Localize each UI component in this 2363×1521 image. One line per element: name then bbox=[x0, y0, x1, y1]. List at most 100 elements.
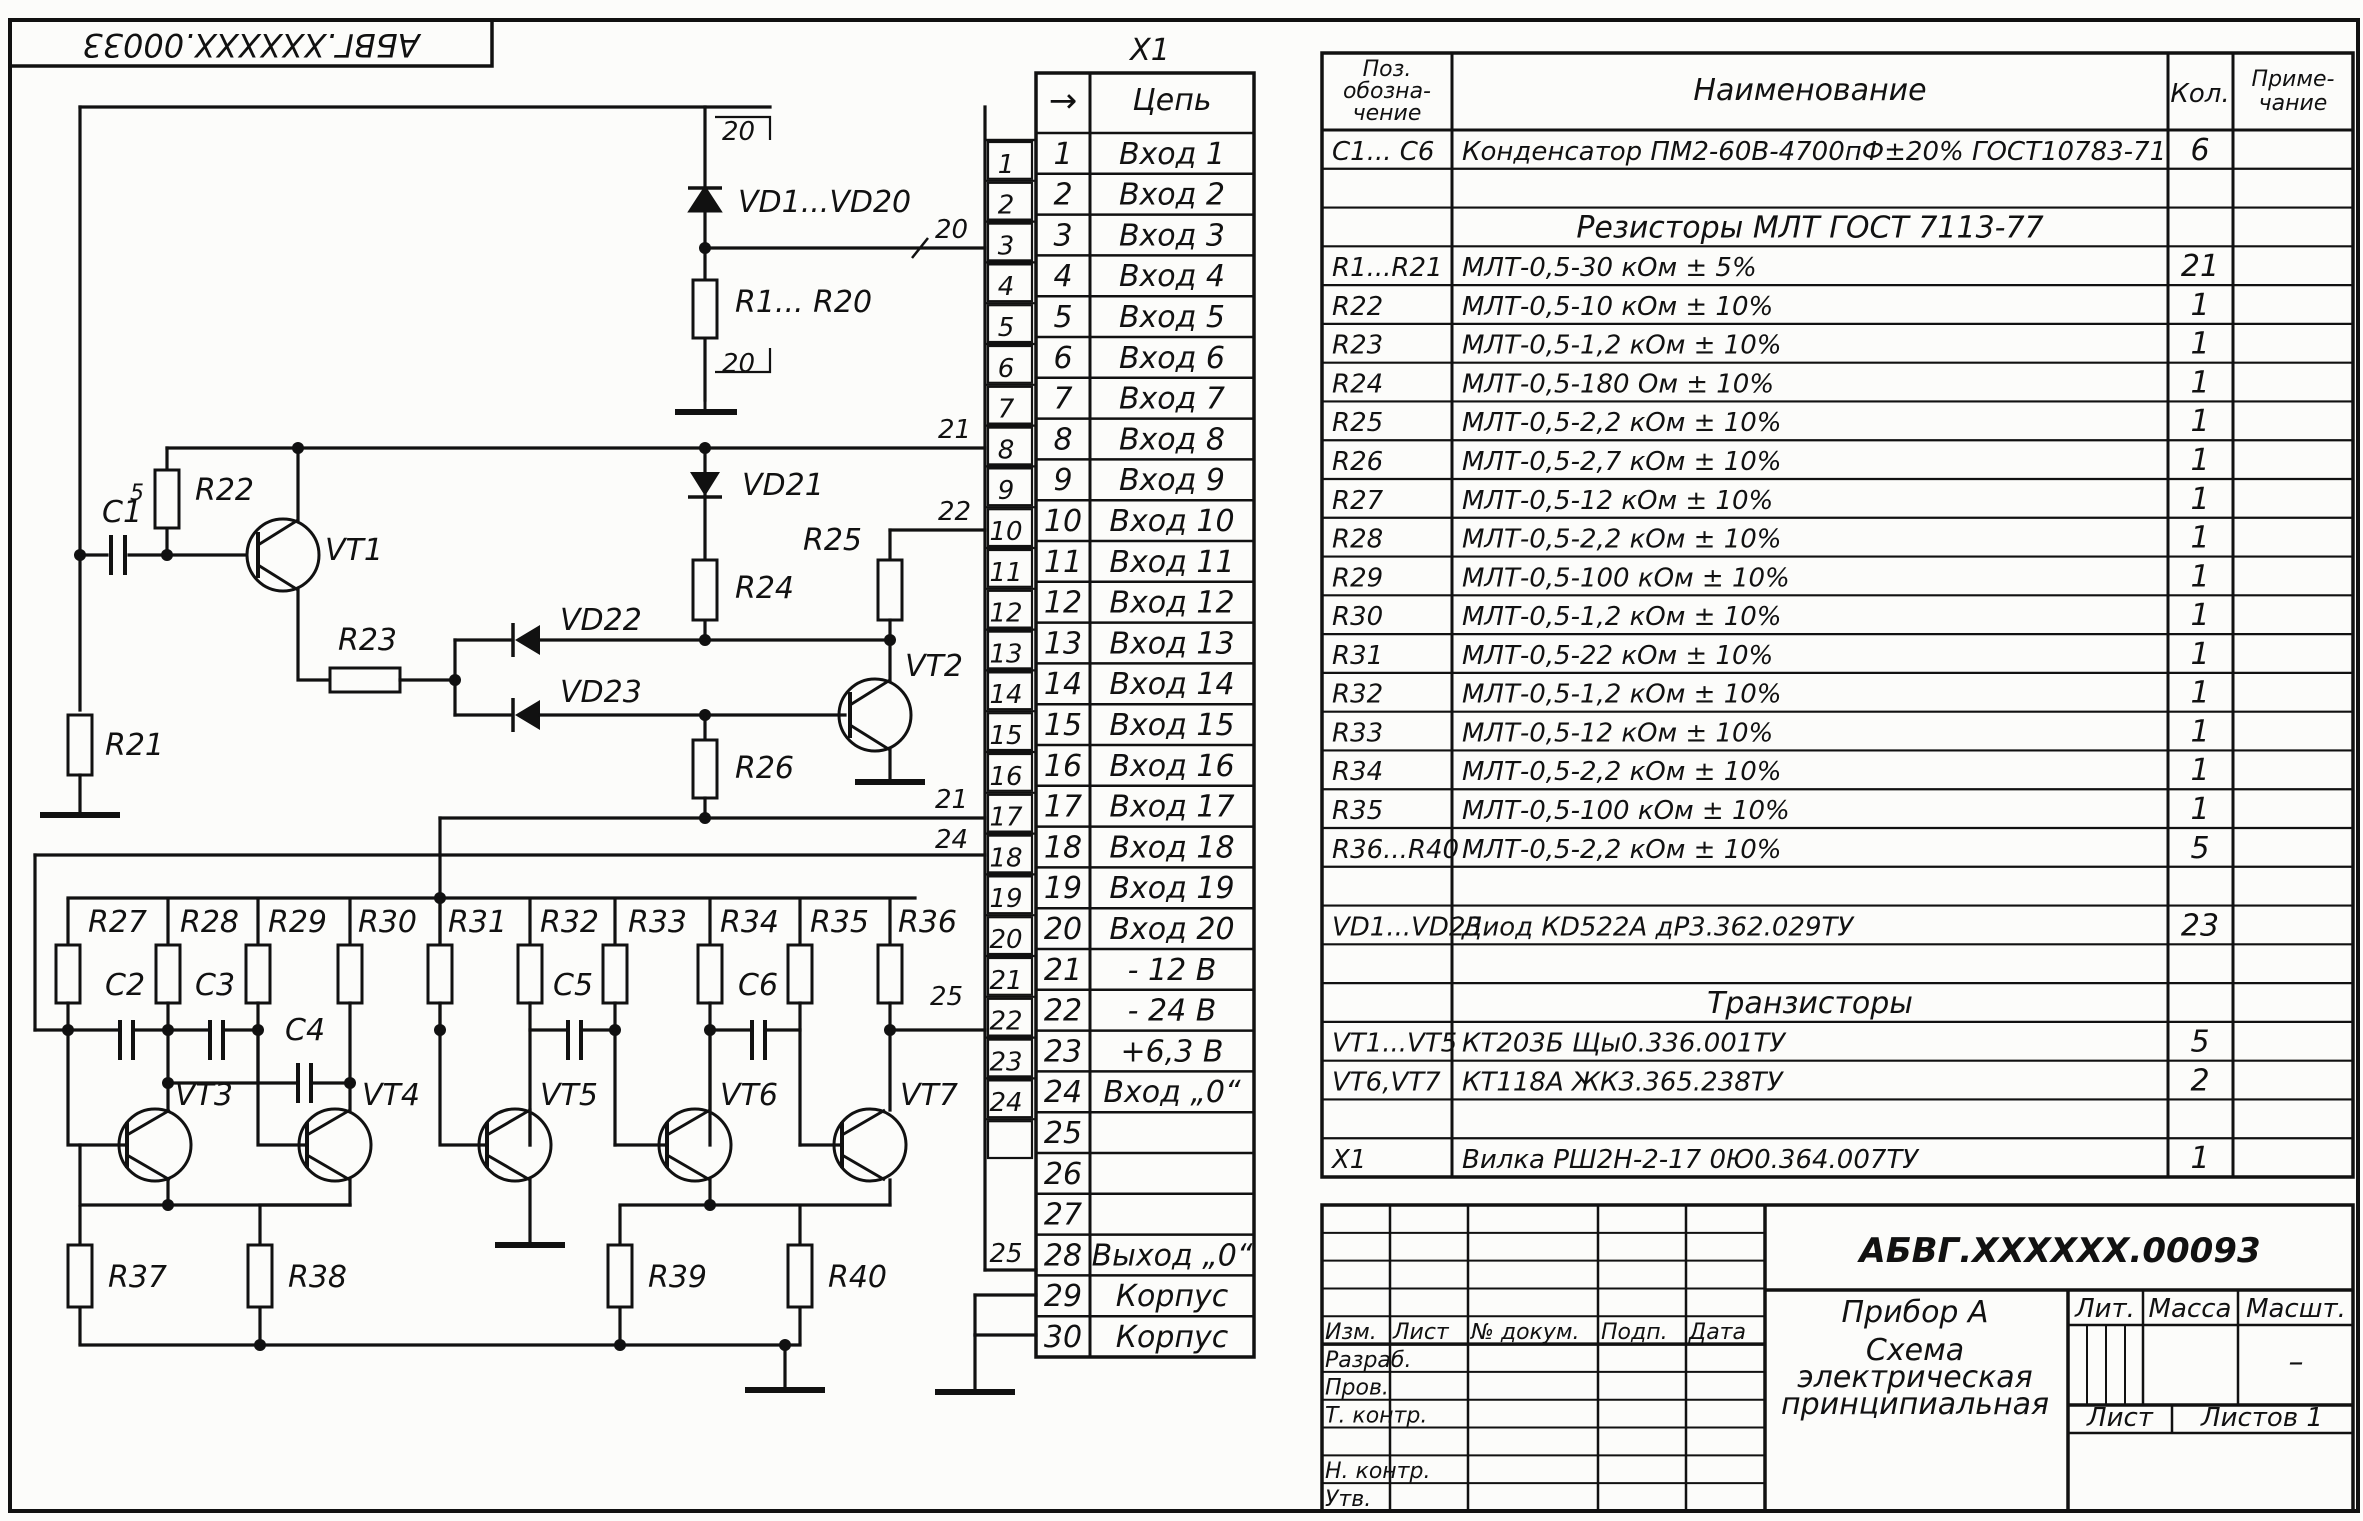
bom-qty: 1 bbox=[2190, 753, 2209, 788]
connector-pin-label: Вход 11 bbox=[1109, 545, 1234, 580]
bom-qty: 1 bbox=[2190, 365, 2209, 400]
resistor-r32 bbox=[516, 943, 544, 1005]
label-net-20-c: 20 bbox=[722, 349, 755, 379]
doc-code: АБВГ.XXXXXX.00093 bbox=[1856, 1231, 2260, 1271]
connector-pin-number: 7 bbox=[1053, 382, 1072, 417]
resistor-r34 bbox=[696, 943, 724, 1005]
device-name: Прибор А bbox=[1841, 1295, 1988, 1330]
resistor-r39 bbox=[606, 1243, 634, 1309]
bom-row: R28 МЛТ-0,5-2,2 кОм ± 10% 1 bbox=[1332, 521, 2210, 556]
bom-pos: R28 bbox=[1332, 525, 1383, 555]
bom-qty: 21 bbox=[2181, 249, 2219, 284]
label-net-24: 24 bbox=[935, 825, 968, 855]
bom-pos: R35 bbox=[1332, 796, 1383, 826]
connector-row: 21- 12 В bbox=[1044, 953, 1216, 988]
connector-pin-label: +6,3 В bbox=[1121, 1034, 1224, 1069]
resistor-r29 bbox=[244, 943, 272, 1005]
transistor-vt3 bbox=[117, 1107, 193, 1183]
connector-pin-label: - 12 В bbox=[1128, 953, 1217, 988]
bom-pos: R22 bbox=[1332, 292, 1383, 322]
bus-number: 7 bbox=[998, 395, 1015, 425]
label-r37: R37 bbox=[108, 1260, 167, 1295]
lit-label: Лит. bbox=[2074, 1294, 2135, 1324]
sheet-label: Лист bbox=[2086, 1403, 2154, 1433]
connector-pin-label: Вход 17 bbox=[1109, 790, 1234, 825]
bom-name: КТ118А ЖК3.365.238ТУ bbox=[1462, 1067, 1785, 1097]
label-r32: R32 bbox=[540, 905, 599, 940]
bom-qty: 1 bbox=[2190, 1141, 2209, 1176]
connector-pin-number: 22 bbox=[1044, 994, 1082, 1029]
diode-vd23 bbox=[511, 698, 540, 732]
label-net-21b: 21 bbox=[935, 785, 968, 815]
connector-pin-number: 26 bbox=[1044, 1157, 1082, 1192]
connector-pin-number: 20 bbox=[1044, 912, 1082, 947]
label-r25: R25 bbox=[803, 523, 862, 558]
sheet-frame bbox=[8, 18, 2360, 1513]
bom-qty: 1 bbox=[2190, 521, 2209, 556]
connector-title: X1 bbox=[1128, 33, 1170, 68]
resistor-r25 bbox=[876, 558, 904, 622]
bus-number: 24 bbox=[989, 1088, 1022, 1118]
connector-pin-number: 27 bbox=[1044, 1198, 1082, 1233]
label-r40: R40 bbox=[828, 1260, 887, 1295]
connector-row: 26 bbox=[1044, 1157, 1082, 1192]
connector-pin-label: Вход 12 bbox=[1109, 586, 1234, 621]
bom-row: Транзисторы bbox=[1707, 986, 1913, 1021]
bus-number: 19 bbox=[989, 884, 1022, 914]
bom-qty: 6 bbox=[2190, 133, 2209, 168]
label-vd22: VD22 bbox=[560, 603, 642, 638]
resistor-r36 bbox=[876, 943, 904, 1005]
bom-qty: 23 bbox=[2181, 908, 2219, 943]
connector-pin-number: 12 bbox=[1044, 586, 1082, 621]
bom-pos: R27 bbox=[1332, 486, 1384, 516]
connector-pin-label: Вход 14 bbox=[1109, 667, 1234, 702]
connector-pin-label: Вход 15 bbox=[1109, 708, 1234, 743]
bus-number: 12 bbox=[989, 599, 1022, 629]
label-vd21: VD21 bbox=[742, 468, 824, 503]
bus-number: 3 bbox=[998, 231, 1015, 261]
stamp-code: АБВГ.XXXXXX.00033 bbox=[82, 26, 421, 64]
bom-name: МЛТ-0,5-12 кОм ± 10% bbox=[1462, 718, 1773, 748]
bom-name: МЛТ-0,5-10 кОм ± 10% bbox=[1462, 292, 1773, 322]
connector-pin-label: Вход 1 bbox=[1119, 137, 1225, 172]
label-net-20-b: 20 bbox=[722, 117, 755, 147]
connector-pin-label: Вход 19 bbox=[1109, 871, 1234, 906]
bom-name: МЛТ-0,5-2,2 кОм ± 10% bbox=[1462, 525, 1781, 555]
bus-number: 23 bbox=[989, 1047, 1022, 1077]
transistor-vt1 bbox=[245, 517, 321, 593]
bom-name: МЛТ-0,5-1,2 кОм ± 10% bbox=[1462, 602, 1781, 632]
label-r38: R38 bbox=[288, 1260, 347, 1295]
connector-pin-label: Вход 2 bbox=[1119, 178, 1225, 213]
bus-number: 9 bbox=[998, 476, 1015, 506]
label-r24: R24 bbox=[735, 571, 794, 606]
bus-number: 16 bbox=[989, 762, 1022, 792]
connector-pin-number: 16 bbox=[1044, 749, 1082, 784]
connector-pin-label: Выход „0“ bbox=[1092, 1238, 1253, 1273]
connector-pin-label: Вход 10 bbox=[1109, 504, 1234, 539]
bus-number: 15 bbox=[989, 721, 1022, 751]
resistor-r40 bbox=[786, 1243, 814, 1309]
bom-qty: 1 bbox=[2190, 714, 2209, 749]
bom-name: Транзисторы bbox=[1707, 986, 1913, 1021]
capacitor-c4 bbox=[296, 1063, 313, 1103]
bus-number: 4 bbox=[998, 272, 1015, 302]
bus-number: 2 bbox=[998, 191, 1015, 221]
connector-pin-label: Вход 16 bbox=[1109, 749, 1234, 784]
resistor-r27 bbox=[54, 943, 82, 1005]
connector-pin-number: 13 bbox=[1044, 626, 1082, 661]
transistor-vt4 bbox=[297, 1107, 373, 1183]
label-vd1: VD1...VD20 bbox=[738, 185, 911, 220]
bom-header-pos: Поз. обозна- чение bbox=[1343, 57, 1431, 126]
bom-qty: 1 bbox=[2190, 443, 2209, 478]
connector-pin-number: 1 bbox=[1053, 137, 1072, 172]
bus-number: 17 bbox=[989, 803, 1023, 833]
